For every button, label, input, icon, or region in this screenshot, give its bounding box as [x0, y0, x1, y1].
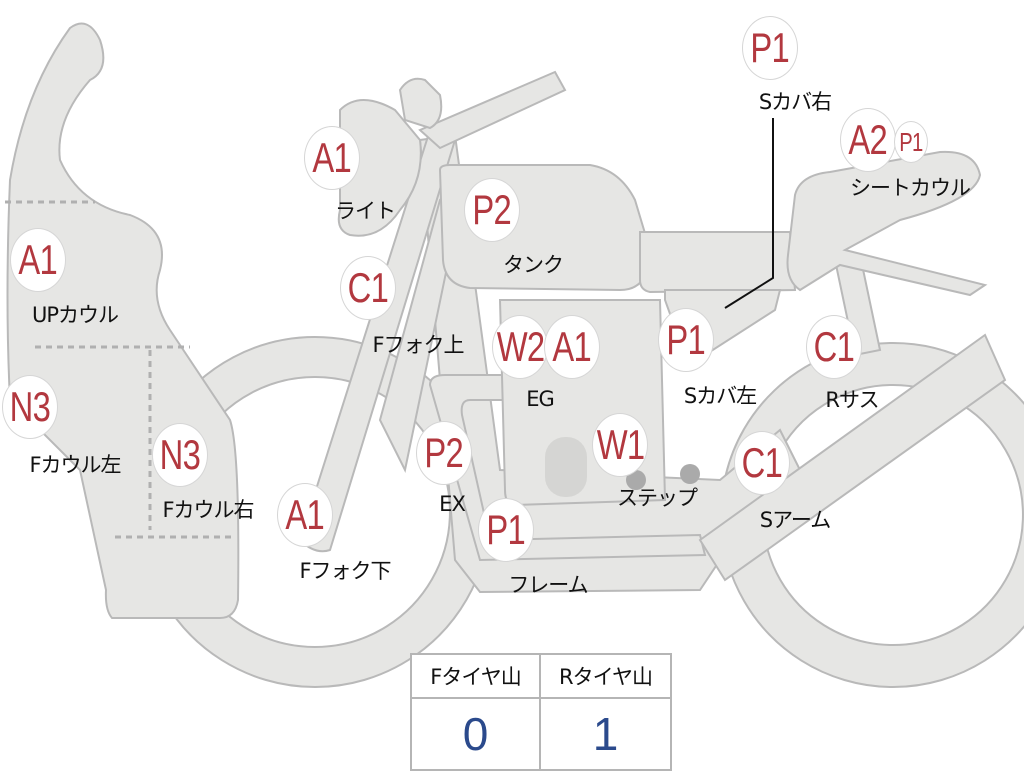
damage-code: A1 — [544, 315, 600, 379]
part-label: Fフォク上 — [372, 333, 464, 357]
damage-code: A1 — [304, 126, 360, 190]
mirror — [398, 77, 443, 130]
footpeg-1 — [626, 470, 646, 490]
leader-line — [724, 118, 774, 309]
damage-code: N3 — [2, 375, 58, 439]
part-label: Sカバ左 — [683, 384, 757, 408]
part-label: シートカウル — [850, 176, 971, 200]
part-label: Fカウル左 — [29, 453, 121, 477]
part-label: UPカウル — [31, 303, 119, 327]
part-label: Fカウル右 — [162, 498, 254, 522]
damage-code: C1 — [734, 431, 790, 495]
damage-code: P1 — [894, 121, 928, 163]
damage-code: A2 — [840, 108, 896, 172]
damage-code: P1 — [658, 308, 714, 372]
part-label: タンク — [503, 253, 564, 277]
part-label: Sカバ右 — [758, 90, 832, 114]
part-label: ステップ — [617, 486, 698, 510]
part-label: EG — [526, 387, 555, 411]
rear-tire-value: 1 — [592, 708, 619, 760]
damage-code: C1 — [340, 256, 396, 320]
part-label: Fフォク下 — [299, 559, 391, 583]
seat-cowl — [786, 150, 988, 297]
rear-tire-header: Rタイヤ山 — [541, 655, 670, 699]
damage-code: P1 — [478, 498, 534, 562]
engine-cover — [545, 437, 587, 497]
part-label: Rサス — [825, 388, 879, 412]
part-label: フレーム — [508, 573, 588, 597]
damage-code: N3 — [152, 423, 208, 487]
part-label: ライト — [335, 199, 396, 223]
damage-code: P2 — [416, 421, 472, 485]
damage-code: P1 — [742, 16, 798, 80]
headlight — [337, 99, 422, 237]
damage-code: A1 — [277, 483, 333, 547]
front-tire-value: 0 — [412, 699, 541, 769]
swing-arm — [698, 333, 1007, 582]
seat — [639, 231, 797, 294]
handlebar — [418, 70, 567, 150]
damage-code: W1 — [592, 413, 648, 477]
damage-code: C1 — [806, 315, 862, 379]
front-tire-header: Fタイヤ山 — [412, 655, 541, 699]
damage-code: P2 — [464, 178, 520, 242]
part-label: EX — [439, 492, 466, 516]
tire-tread-table: Fタイヤ山 Rタイヤ山 0 1 — [410, 653, 672, 771]
damage-code: A1 — [10, 228, 66, 292]
part-label: Sアーム — [759, 508, 831, 532]
damage-code: W2 — [492, 315, 548, 379]
cowl-panel-dividers — [5, 200, 235, 539]
footpeg-2 — [680, 464, 700, 484]
